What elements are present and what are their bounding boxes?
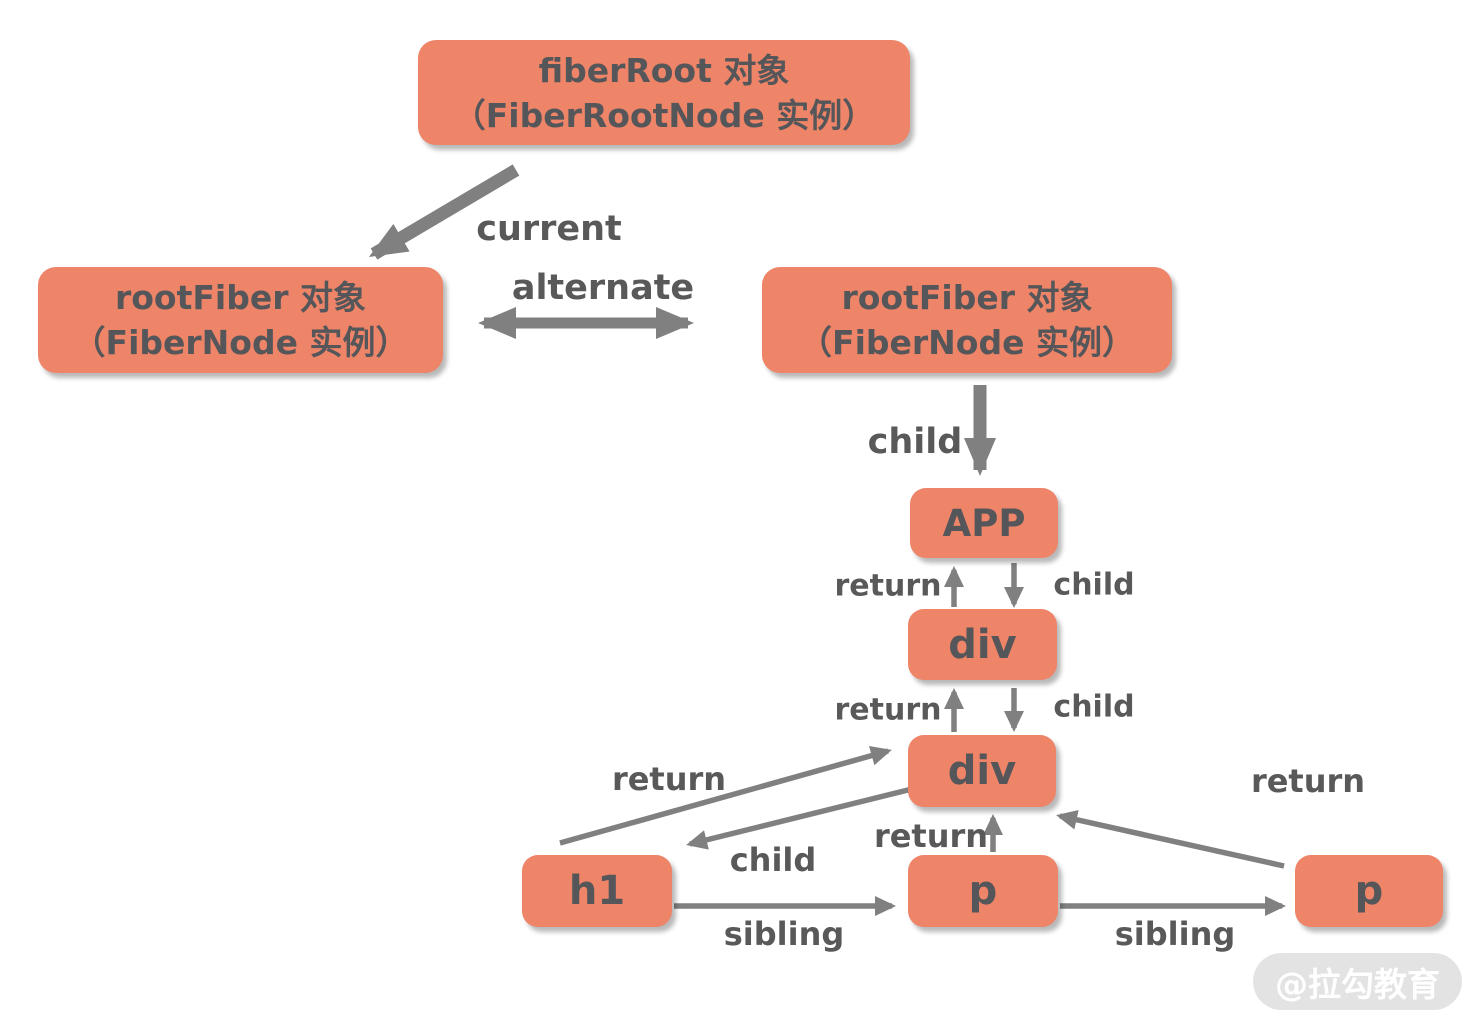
watermark-badge: @拉勾教育 [1253,953,1462,1010]
node-app-label: APP [942,501,1026,545]
node-fiber-root-line2: （FiberRootNode 实例） [452,95,876,135]
edge-label-child-root: child [867,422,963,462]
edge-label-return-app: return [834,568,942,604]
edge-label-sibling-h1: sibling [723,915,845,953]
node-root-fiber-alternate: rootFiber 对象 （FiberNode 实例） [762,267,1172,373]
edge-label-child-h1: child [729,841,817,879]
edge-label-return-h1: return [611,760,727,798]
node-fiber-root-line1: fiberRoot 对象 [538,50,790,90]
edge-label-child-div1: child [1053,689,1135,725]
node-p-2-label: p [1354,868,1384,914]
node-div-2-label: div [947,748,1017,794]
return-arrow-p2-to-div [1056,809,1285,869]
edge-label-child-app: child [1053,567,1135,603]
node-fiber-root: fiberRoot 对象 （FiberRootNode 实例） [418,40,910,145]
node-app: APP [910,488,1058,558]
node-div-1-label: div [948,621,1017,668]
edge-label-sibling-p1: sibling [1114,915,1236,953]
edge-label-return-p2: return [1250,762,1366,800]
node-div-1: div [908,609,1057,680]
node-h1-label: h1 [568,868,626,914]
node-root-fiber-current-line2: （FiberNode 实例） [72,323,409,362]
node-root-fiber-alternate-line1: rootFiber 对象 [841,278,1093,317]
watermark-text: @拉勾教育 [1275,964,1440,1004]
edge-label-return-p1: return [873,817,989,855]
node-root-fiber-alternate-line2: （FiberNode 实例） [799,323,1135,362]
node-p-1: p [908,855,1058,927]
node-p-2: p [1295,855,1443,927]
node-root-fiber-current-line1: rootFiber 对象 [114,278,366,317]
node-div-2: div [908,735,1056,807]
edge-label-return-div1: return [834,692,942,728]
edge-label-current: current [476,209,622,249]
node-p-1-label: p [968,868,998,914]
edge-label-alternate: alternate [511,268,695,308]
node-root-fiber-current: rootFiber 对象 （FiberNode 实例） [38,267,443,373]
node-h1: h1 [522,855,672,927]
